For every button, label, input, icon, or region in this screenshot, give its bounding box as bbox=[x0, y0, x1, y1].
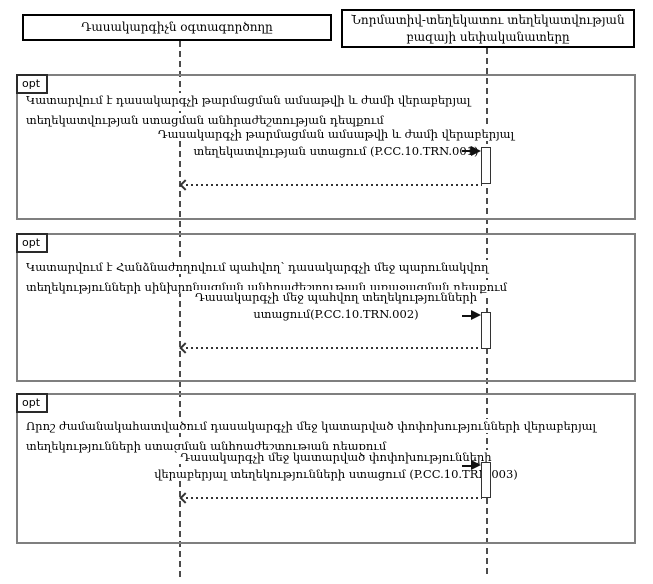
return-message-line bbox=[186, 497, 482, 499]
arrowhead-open-icon bbox=[179, 342, 191, 354]
arrowhead-open-icon bbox=[179, 179, 191, 191]
opt-fragment-2: opt Կատարվում է Հանձնաժողովում պահվող՝ դ… bbox=[16, 233, 636, 382]
arrowhead-filled-icon bbox=[471, 310, 481, 320]
activation-bar bbox=[481, 312, 491, 349]
message-label: Դասակարգչի մեջ պահվող տեղեկությունների ս… bbox=[136, 289, 536, 323]
activation-bar bbox=[481, 147, 491, 184]
sync-message-line bbox=[462, 315, 472, 317]
actor-label: Դասակարգիչն օգտագործողը bbox=[81, 20, 273, 35]
opt-operator-label: opt bbox=[16, 233, 48, 253]
guard-line: տեղեկատվության ստացման անհրաժեշտության դ… bbox=[23, 113, 387, 127]
activation-bar bbox=[481, 462, 491, 498]
actor-nsi-owner: Նորմատիվ-տեղեկատու տեղեկատվության բազայի… bbox=[341, 9, 635, 48]
message-line: Դասակարգչի թարմացման ամսաթվի և ժամի վերա… bbox=[154, 127, 518, 141]
sync-message-line bbox=[462, 465, 472, 467]
guard-condition: Կատարվում է դասակարգչի թարմացման ամսաթվի… bbox=[23, 90, 474, 130]
actor-label: Նորմատիվ-տեղեկատու տեղեկատվության բազայի… bbox=[351, 12, 625, 44]
opt-fragment-3: opt Որոշ ժամանակահատվածում դասակարգչի մե… bbox=[16, 393, 636, 544]
message-label: Դասակարգչի թարմացման ամսաթվի և ժամի վերա… bbox=[136, 126, 536, 160]
guard-line: Կատարվում է Հանձնաժողովում պահվող՝ դասակ… bbox=[23, 260, 492, 274]
guard-line: տեղեկությունների ստացման անհրաժեշտության… bbox=[23, 439, 390, 453]
message-line: տեղեկատվության ստացում (P.CC.10.TRN.001) bbox=[190, 144, 482, 158]
message-line: Դասակարգչի մեջ պահվող տեղեկությունների bbox=[191, 290, 480, 304]
return-message-line bbox=[186, 184, 482, 186]
guard-condition: Որոշ ժամանակահատվածում դասակարգչի մեջ կա… bbox=[23, 416, 600, 456]
arrowhead-open-icon bbox=[179, 492, 191, 504]
message-line: ստացում(P.CC.10.TRN.002) bbox=[250, 307, 422, 321]
arrowhead-filled-icon bbox=[471, 146, 481, 156]
opt-operator-label: opt bbox=[16, 74, 48, 94]
opt-fragment-1: opt Կատարվում է դասակարգչի թարմացման ամս… bbox=[16, 74, 636, 220]
message-line: Դասակարգչի մեջ կատարված փոփոխությունների bbox=[177, 450, 495, 464]
actor-classifier-user: Դասակարգիչն օգտագործողը bbox=[22, 14, 332, 41]
opt-operator-label: opt bbox=[16, 393, 48, 413]
sync-message-line bbox=[462, 150, 472, 152]
guard-line: Որոշ ժամանակահատվածում դասակարգչի մեջ կա… bbox=[23, 419, 600, 433]
arrowhead-filled-icon bbox=[471, 460, 481, 470]
guard-line: Կատարվում է դասակարգչի թարմացման ամսաթվի… bbox=[23, 93, 474, 107]
return-message-line bbox=[186, 347, 482, 349]
message-line: վերաբերյալ տեղեկությունների ստացում (P.C… bbox=[151, 467, 521, 481]
lifeline-classifier-user bbox=[179, 41, 181, 578]
message-label: Դասակարգչի մեջ կատարված փոփոխությունների… bbox=[136, 449, 536, 483]
